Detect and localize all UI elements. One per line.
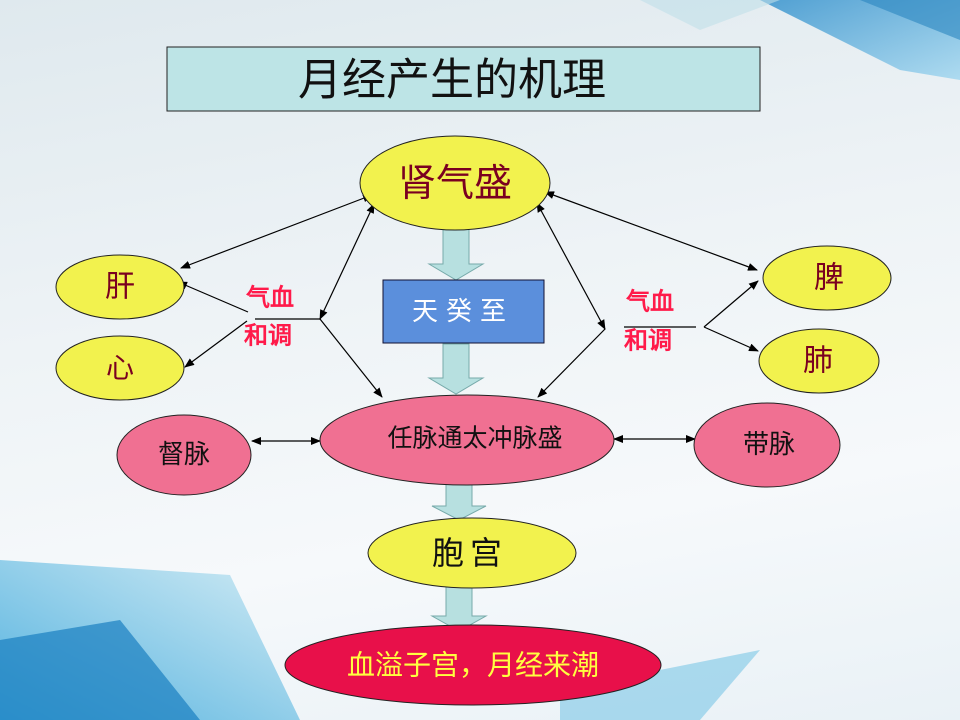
node-menses: 血溢子宫，月经来潮 bbox=[284, 624, 662, 706]
node-tiangui: 天癸至 bbox=[382, 279, 545, 344]
title-box: 月经产生的机理 bbox=[166, 46, 761, 112]
node-liver: 肝 bbox=[55, 254, 185, 320]
qi-blood-labels: 气血 和调 气血 和调 bbox=[244, 283, 674, 355]
node-spleen-label: 脾 bbox=[814, 261, 844, 296]
block-arrows bbox=[427, 223, 488, 632]
node-heart-label: 心 bbox=[106, 352, 134, 385]
node-menses-label: 血溢子宫，月经来潮 bbox=[347, 649, 599, 682]
node-du-label: 督脉 bbox=[158, 440, 210, 470]
label-right-qixue: 气血 bbox=[625, 287, 674, 316]
connector-lines bbox=[177, 191, 759, 445]
node-uterus-label: 胞宫 bbox=[432, 534, 508, 572]
block-arrow-uterus-menses bbox=[430, 585, 488, 632]
page-title: 月经产生的机理 bbox=[298, 55, 606, 106]
node-du-meridian: 督脉 bbox=[116, 414, 252, 496]
node-spleen: 脾 bbox=[762, 245, 892, 311]
block-arrow-kidney-tiangui bbox=[427, 223, 485, 281]
decorative-corner-bottom-left bbox=[0, 560, 760, 720]
block-arrow-renchong-uterus bbox=[431, 481, 487, 521]
label-right-hetiao: 和调 bbox=[624, 326, 672, 355]
node-liver-label: 肝 bbox=[105, 270, 135, 305]
node-tiangui-label: 天癸至 bbox=[412, 297, 514, 327]
decorative-corner-top-right bbox=[640, 0, 960, 80]
node-heart: 心 bbox=[55, 335, 185, 401]
node-lung: 肺 bbox=[758, 328, 880, 394]
node-lung-label: 肺 bbox=[803, 344, 833, 379]
node-ren-chong: 任脉通太冲脉盛 bbox=[319, 394, 615, 486]
node-dai-meridian: 带脉 bbox=[693, 402, 841, 488]
node-dai-label: 带脉 bbox=[743, 430, 795, 460]
node-ren-chong-label: 任脉通太冲脉盛 bbox=[387, 424, 562, 453]
block-arrow-tiangui-renchong bbox=[427, 343, 485, 395]
label-left-qixue: 气血 bbox=[245, 283, 294, 312]
node-kidney-label: 肾气盛 bbox=[398, 161, 512, 205]
label-left-hetiao: 和调 bbox=[244, 321, 292, 350]
node-uterus: 胞宫 bbox=[367, 517, 577, 589]
node-kidney-qi: 肾气盛 bbox=[359, 135, 551, 231]
